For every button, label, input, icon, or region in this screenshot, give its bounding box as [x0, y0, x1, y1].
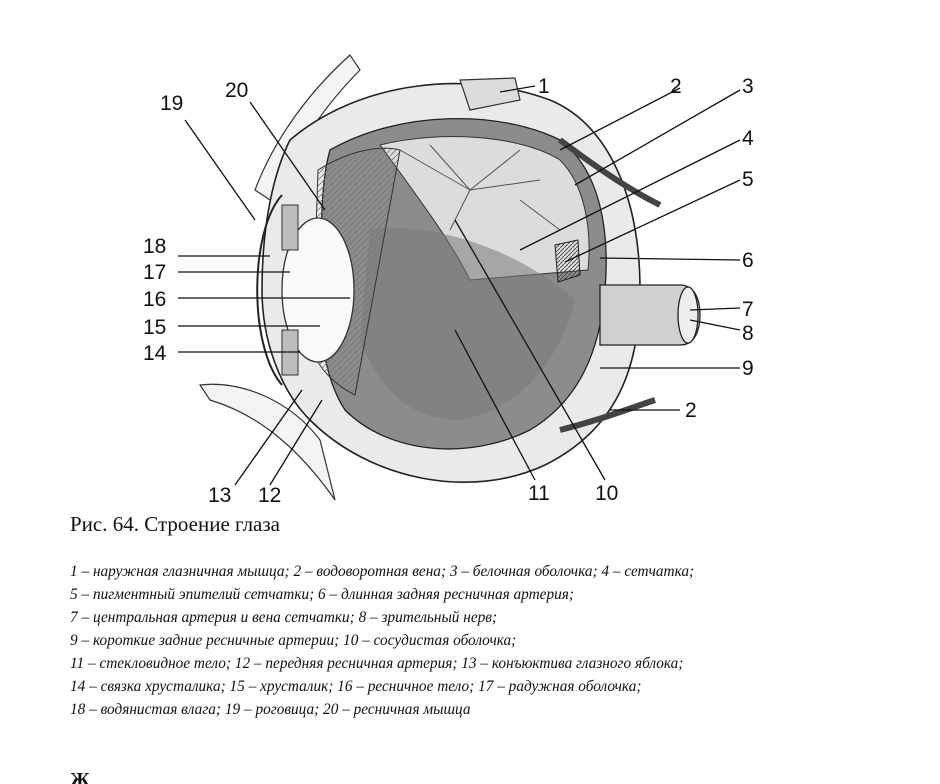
- optic-nerve-end: [677, 286, 699, 344]
- legend-line: 11 – стекловидное тело; 12 – передняя ре…: [70, 655, 684, 672]
- legend-line: 5 – пигментный эпителий сетчатки; 6 – дл…: [70, 586, 574, 603]
- leader-lines: [178, 85, 741, 486]
- callout-3: 3: [742, 75, 754, 98]
- callout-14: 14: [143, 342, 167, 365]
- legend-line: 7 – центральная артерия и вена сетчатки;…: [70, 609, 498, 626]
- callout-16: 16: [143, 288, 166, 311]
- callout-10: 10: [595, 482, 618, 505]
- figure-caption: Рис. 64. Строение глаза: [70, 512, 280, 536]
- callout-5: 5: [742, 168, 754, 191]
- callout-2-lower: 2: [685, 399, 697, 422]
- callout-4: 4: [742, 127, 754, 150]
- callout-17: 17: [143, 261, 166, 284]
- callout-13: 13: [208, 484, 231, 507]
- callout-8: 8: [742, 322, 754, 345]
- callout-18: 18: [143, 235, 166, 258]
- callout-12: 12: [258, 484, 281, 507]
- external-eye-muscle: [459, 77, 521, 111]
- figure-legend: 1 – наружная глазничная мышца; 2 – водов…: [70, 560, 930, 721]
- lower-eyelid: [198, 383, 336, 501]
- legend-line: 14 – связка хрусталика; 15 – хрусталик; …: [70, 678, 642, 695]
- callout-9: 9: [742, 357, 754, 380]
- vortex-vein-lower: [559, 397, 656, 433]
- retinal-vessels: [399, 144, 561, 231]
- callout-15: 15: [143, 316, 166, 339]
- callout-19: 19: [160, 92, 183, 115]
- retina: [379, 136, 590, 281]
- callout-6: 6: [742, 249, 754, 272]
- vitreous-body: [360, 228, 575, 420]
- vortex-vein-upper: [558, 137, 662, 208]
- callout-7: 7: [742, 298, 754, 321]
- callout-1: 1: [538, 75, 550, 98]
- callout-11: 11: [528, 482, 550, 505]
- cornea: [256, 194, 283, 386]
- legend-line: 9 – короткие задние ресничные артерии; 1…: [70, 632, 517, 649]
- callout-20: 20: [225, 79, 248, 102]
- legend-line: 18 – водянистая влага; 19 – роговица; 20…: [70, 701, 471, 718]
- legend-line: 1 – наружная глазничная мышца; 2 – водов…: [70, 563, 695, 580]
- next-heading-fragment: Ж: [70, 770, 90, 784]
- callout-2-upper: 2: [670, 75, 682, 98]
- iris: [281, 204, 299, 376]
- callout-numbers: 1 2 3 4 5 6 7 8 9 2 10 11 12 13 14 15 16…: [143, 75, 754, 507]
